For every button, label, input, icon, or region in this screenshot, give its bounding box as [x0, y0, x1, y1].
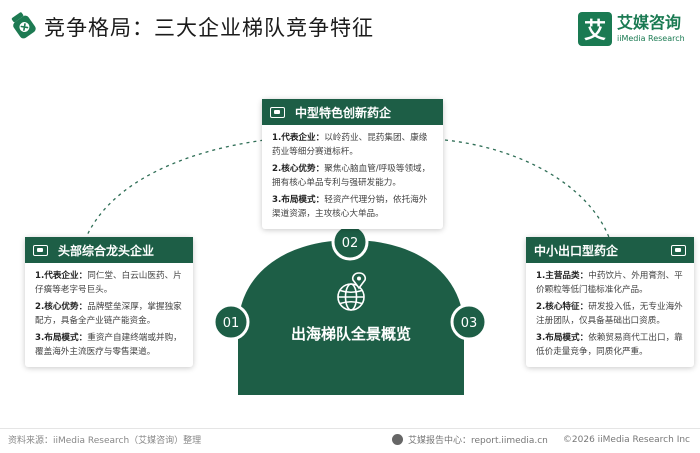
- row-label: 3.布局模式：: [536, 333, 589, 343]
- row-label: 1.主营品类：: [536, 271, 589, 281]
- row-text: 轻资产代理分销，依托海外渠道资源，主攻核心大单品。: [272, 195, 428, 219]
- dashed-arc-right: [444, 139, 611, 241]
- card-left-title: 头部综合龙头企业: [58, 243, 155, 258]
- number-label-02: 02: [342, 236, 359, 251]
- row-text: 聚焦心脑血管/呼吸等领域，拥有核心单品专利与强研发能力。: [272, 164, 431, 188]
- card-mid-row-2: 2.核心优势：聚焦心脑血管/呼吸等领域，拥有核心单品专利与强研发能力。: [272, 162, 435, 190]
- card-mid-row-1: 1.代表企业：以岭药业、昆药集团、康缘药业等细分赛道标杆。: [272, 131, 435, 159]
- source-note: 资料来源：iiMedia Research（艾媒咨询）整理: [8, 436, 202, 446]
- row-label: 1.代表企业：: [272, 133, 325, 143]
- row-text: 品牌壁垒深厚，掌握独家配方，具备全产业链产能资金。: [35, 302, 182, 326]
- card-left-body: 1.代表企业：同仁堂、白云山医药、片仔癀等老字号巨头。 2.核心优势：品牌壁垒深…: [25, 263, 193, 367]
- row-text: 依赖贸易商代工出口，靠低价走量竞争，同质化严重。: [536, 333, 683, 357]
- page-title: 竞争格局：三大企业梯队竞争特征: [44, 16, 374, 40]
- card-right-header: 中小出口型药企: [526, 237, 694, 263]
- card-right-row-1: 1.主营品类：中药饮片、外用膏剂、平价颗粒等低门槛标准化产品。: [536, 269, 686, 297]
- logo-name-cn: 艾媒咨询: [617, 13, 682, 32]
- dashed-arc-left: [84, 139, 266, 241]
- row-label: 1.代表企业：: [35, 271, 88, 281]
- id-card-icon: [270, 106, 285, 118]
- card-right-title: 中小出口型药企: [534, 243, 619, 258]
- row-text: 中药饮片、外用膏剂、平价颗粒等低门槛标准化产品。: [536, 271, 683, 295]
- card-left-row-1: 1.代表企业：同仁堂、白云山医药、片仔癀等老字号巨头。: [35, 269, 185, 297]
- center-dome: [238, 240, 464, 395]
- id-card-icon: [671, 244, 686, 256]
- logo-mark: 艾: [578, 12, 612, 46]
- row-text: 同仁堂、白云山医药、片仔癀等老字号巨头。: [35, 271, 182, 295]
- card-mid-row-3: 3.布局模式：轻资产代理分销，依托海外渠道资源，主攻核心大单品。: [272, 193, 435, 221]
- globe-pin-icon: [337, 272, 367, 311]
- number-circle-01: [212, 303, 250, 341]
- id-card-icon: [33, 244, 48, 256]
- card-right-body: 1.主营品类：中药饮片、外用膏剂、平价颗粒等低门槛标准化产品。 2.核心特征：研…: [526, 263, 694, 367]
- logo-text: 艾媒咨询 iiMedia Research: [617, 14, 685, 44]
- row-label: 3.布局模式：: [35, 333, 88, 343]
- row-label: 3.布局模式：: [272, 195, 325, 205]
- card-left-row-2: 2.核心优势：品牌壁垒深厚，掌握独家配方，具备全产业链产能资金。: [35, 300, 185, 328]
- iimedia-logo: 艾 艾媒咨询 iiMedia Research: [578, 12, 685, 46]
- card-mid-body: 1.代表企业：以岭药业、昆药集团、康缘药业等细分赛道标杆。 2.核心优势：聚焦心…: [262, 125, 443, 229]
- card-right-row-3: 3.布局模式：依赖贸易商代工出口，靠低价走量竞争，同质化严重。: [536, 331, 686, 359]
- card-mid-innovative: 中型特色创新药企 1.代表企业：以岭药业、昆药集团、康缘药业等细分赛道标杆。 2…: [262, 99, 443, 229]
- copyright: ©2026 iiMedia Research Inc: [562, 434, 690, 445]
- number-label-03: 03: [461, 316, 478, 331]
- number-label-01: 01: [223, 316, 240, 331]
- row-label: 2.核心特征：: [536, 302, 589, 312]
- card-small-exporters: 中小出口型药企 1.主营品类：中药饮片、外用膏剂、平价颗粒等低门槛标准化产品。 …: [526, 237, 694, 367]
- card-mid-title: 中型特色创新药企: [295, 105, 392, 120]
- logo-name-en: iiMedia Research: [617, 34, 685, 43]
- report-site-link[interactable]: 艾媒报告中心：report.iimedia.cn: [407, 436, 548, 446]
- report-center-icon: [391, 434, 403, 445]
- card-left-row-3: 3.布局模式：重资产自建终端或并购，覆盖海外主流医疗与零售渠道。: [35, 331, 185, 359]
- row-text: 以岭药业、昆药集团、康缘药业等细分赛道标杆。: [272, 133, 428, 157]
- number-circle-03: [450, 303, 488, 341]
- row-text: 研发投入低，无专业海外注册团队，仅具备基础出口资质。: [536, 302, 683, 326]
- row-label: 2.核心优势：: [35, 302, 88, 312]
- card-mid-header: 中型特色创新药企: [262, 99, 443, 125]
- footer-right: 艾媒报告中心：report.iimedia.cn ©2026 iiMedia R…: [391, 433, 690, 446]
- card-right-row-2: 2.核心特征：研发投入低，无专业海外注册团队，仅具备基础出口资质。: [536, 300, 686, 328]
- row-text: 重资产自建终端或并购，覆盖海外主流医疗与零售渠道。: [35, 333, 182, 357]
- row-label: 2.核心优势：: [272, 164, 325, 174]
- card-head-leaders: 头部综合龙头企业 1.代表企业：同仁堂、白云山医药、片仔癀等老字号巨头。 2.核…: [25, 237, 193, 367]
- card-left-header: 头部综合龙头企业: [25, 237, 193, 263]
- medicine-bottle-icon: [11, 12, 36, 39]
- center-label: 出海梯队全景概览: [291, 325, 411, 343]
- footer-divider: [0, 428, 700, 429]
